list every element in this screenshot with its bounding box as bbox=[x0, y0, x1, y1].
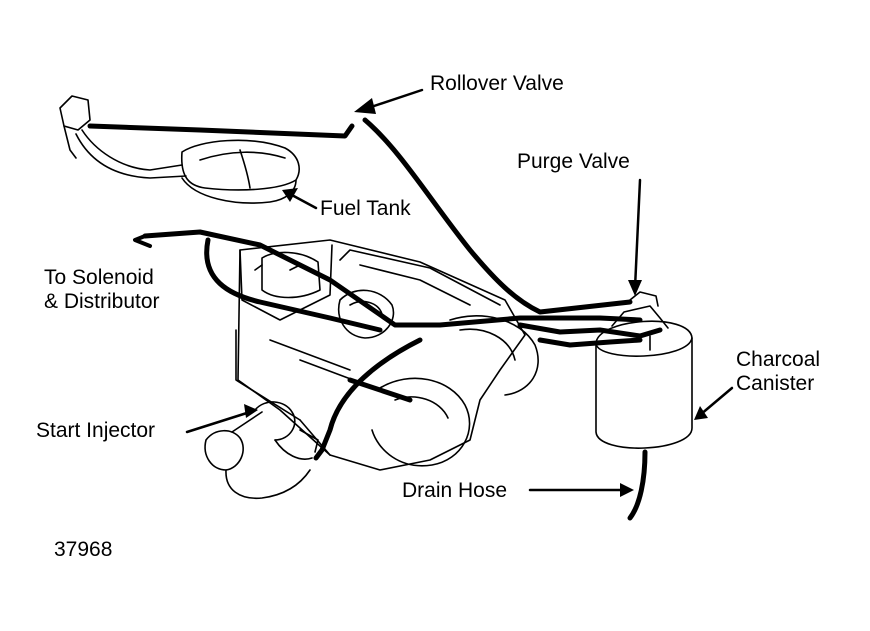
start-injector bbox=[204, 401, 319, 499]
fuel-tank-label: Fuel Tank bbox=[320, 197, 411, 220]
arrow-heads bbox=[244, 98, 708, 497]
charcoal-canister-label-line2: Canister bbox=[736, 372, 815, 395]
to-solenoid-label-line1: To Solenoid bbox=[44, 266, 154, 289]
charcoal-canister-label-line1: Charcoal bbox=[736, 348, 821, 371]
solenoid-hose-arrow bbox=[133, 234, 152, 248]
purge-valve-label: Purge Valve bbox=[517, 150, 630, 173]
fuel-tank bbox=[180, 139, 300, 204]
to-solenoid-label-line2: & Distributor bbox=[44, 290, 160, 313]
hoses bbox=[87, 117, 663, 521]
charcoal-canister bbox=[595, 291, 693, 449]
filler-neck bbox=[59, 95, 187, 179]
leader-lines bbox=[185, 88, 734, 492]
rollover-valve-label: Rollover Valve bbox=[430, 72, 564, 95]
drain-hose-label: Drain Hose bbox=[402, 479, 508, 502]
figure-number: 37968 bbox=[54, 538, 113, 561]
start-injector-label: Start Injector bbox=[36, 419, 156, 442]
